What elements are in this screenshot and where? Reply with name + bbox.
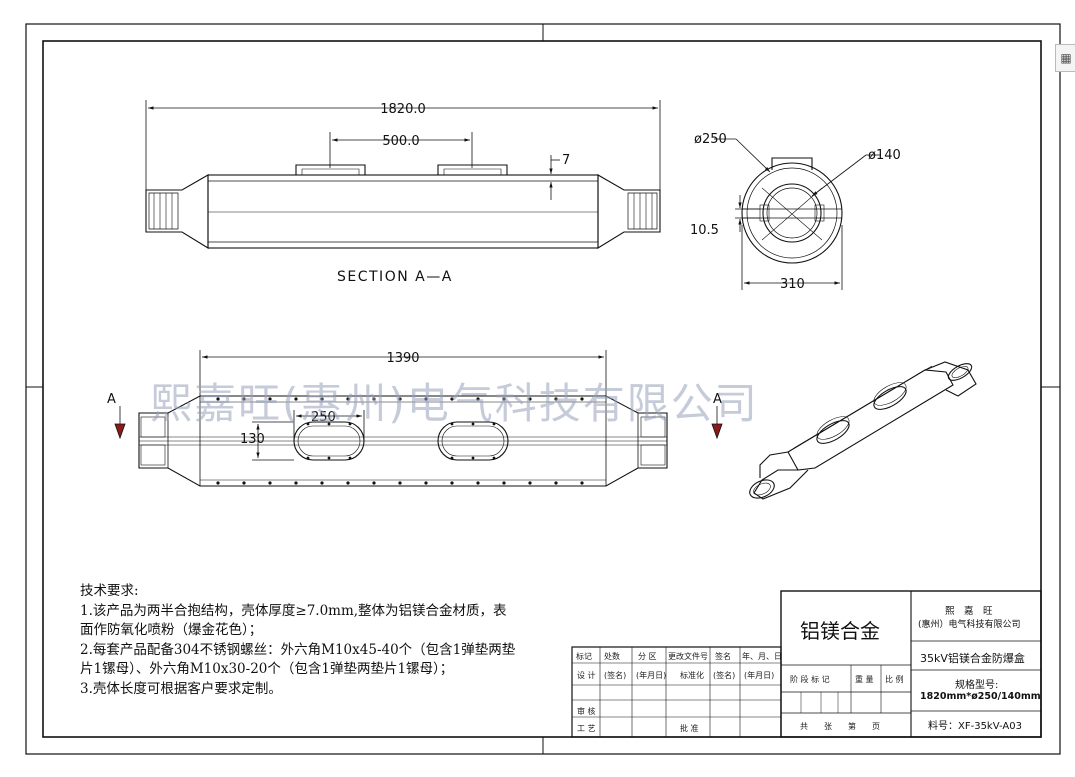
requirement-item-3: 3.壳体长度可根据客户要求定制。: [80, 680, 282, 697]
isometric-view: [749, 361, 977, 500]
end-view: [741, 157, 843, 264]
spec-label: 规格型号:: [955, 680, 999, 691]
scale-label: 比 例: [885, 675, 904, 684]
design-label: 设 计: [577, 671, 596, 680]
dim-inner-dia: ø140: [868, 148, 901, 163]
part-number: 料号：XF-35kV-A03: [928, 721, 1022, 732]
dim-wall: 7: [562, 153, 570, 168]
dim-gap: 10.5: [690, 223, 719, 238]
dim-width: 310: [780, 277, 805, 292]
spec-value: 1820mm*ø250/140mm: [920, 691, 1041, 702]
cut-label-left: A: [107, 392, 116, 407]
sheet-count-label: 共 张 第 页: [800, 722, 880, 731]
dim-overall-length: 1820.0: [380, 102, 426, 117]
header-date: 年、月、日: [742, 652, 782, 661]
header-mark: 标记: [576, 652, 592, 661]
company-name: 熙 嘉 旺: [945, 606, 993, 617]
header-zone: 分 区: [638, 652, 657, 661]
header-count: 处数: [604, 652, 620, 661]
stage-mark-label: 阶 段 标 记: [790, 675, 830, 684]
dim-plan-length: 1390: [386, 351, 419, 366]
dim-window-length: 250: [311, 410, 336, 425]
section-dimensions: [145, 100, 661, 200]
technical-requirements: 技术要求: 1.该产品为两半合抱结构，壳体厚度≥7.0mm,整体为铝镁合金材质，…: [80, 582, 520, 699]
grid-icon[interactable]: ▦: [1055, 44, 1075, 72]
company-watermark: 熙嘉旺(惠州)电气科技有限公司: [150, 379, 759, 428]
end-view-dimensions: [714, 138, 880, 290]
standardization-label: 标准化: [680, 671, 704, 680]
plan-bolt-holes: [216, 397, 584, 485]
cut-label-right: A: [713, 392, 722, 407]
material-label: 铝镁合金: [800, 619, 880, 643]
design-signature: (签名): [604, 671, 627, 680]
standardization-signature: (签名): [713, 671, 736, 680]
approve-label: 批 准: [680, 724, 699, 733]
requirements-title: 技术要求:: [80, 583, 139, 599]
requirement-item-2: 2.每套产品配备304不锈钢螺丝：外六角M10x45-40个（包含1弹垫两垫片1…: [80, 641, 516, 678]
product-name: 35kV铝镁合金防爆盒: [920, 652, 1025, 665]
header-change-doc: 更改文件号: [668, 652, 708, 661]
standardization-date: (年月日): [744, 671, 775, 680]
company-subtitle: (惠州）电气科技有限公司: [918, 620, 1021, 630]
dim-outer-dia: ø250: [694, 132, 727, 147]
design-date: (年月日): [636, 671, 667, 680]
header-signature: 签名: [715, 652, 731, 661]
sheet-border: [25, 23, 1061, 755]
review-label: 审 核: [577, 707, 596, 716]
process-label: 工 艺: [577, 724, 596, 733]
section-view: [145, 164, 661, 249]
section-label: SECTION A—A: [337, 269, 453, 285]
dim-window-spacing: 500.0: [382, 134, 419, 149]
requirement-item-1: 1.该产品为两半合抱结构，壳体厚度≥7.0mm,整体为铝镁合金材质，表面作防氧化…: [80, 602, 507, 639]
dim-window-width: 130: [240, 432, 265, 447]
plan-dimensions: [199, 350, 607, 461]
weight-label: 重 量: [855, 675, 874, 684]
cut-markers: [114, 406, 723, 440]
title-block-grid: [571, 590, 1042, 738]
